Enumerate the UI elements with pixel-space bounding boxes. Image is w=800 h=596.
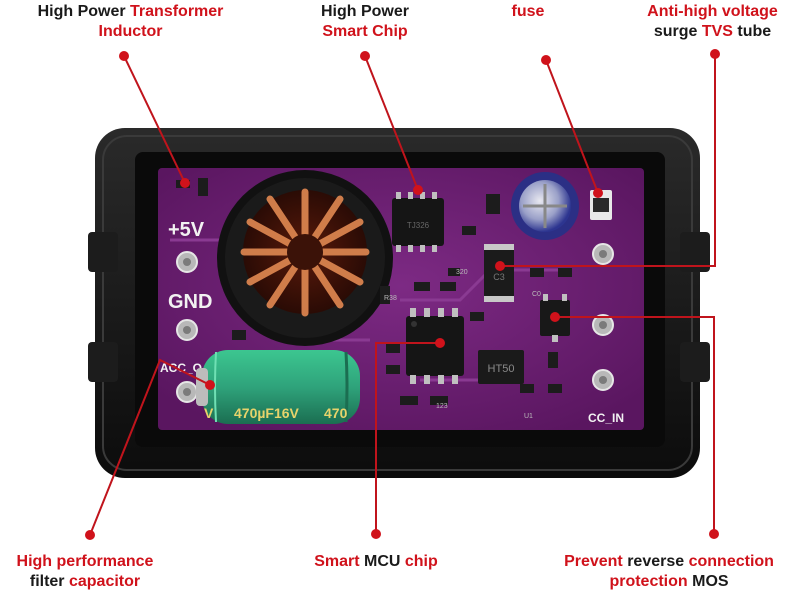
- mos-chip-marking: HT50: [488, 363, 515, 375]
- tvs-diode: C3: [484, 244, 514, 302]
- label-mcu-chip: Smart MCU chip: [296, 552, 456, 572]
- transformer-label-part: Inductor: [98, 23, 163, 40]
- silk-gnd: GND: [168, 291, 212, 313]
- resistor-marking-2: 320: [456, 269, 468, 276]
- label-reverse-protection-mos: Prevent reverse connection protection MOS: [544, 552, 794, 592]
- tvs-label-part: tube: [732, 23, 772, 40]
- silk-acc-in: CC_IN: [588, 411, 624, 425]
- diode-marking: C3: [493, 272, 505, 282]
- callout-dots: [85, 49, 720, 540]
- callout-lines: [89, 54, 716, 536]
- smd-components: [176, 178, 572, 405]
- mcu-label-part: Smart: [314, 553, 364, 570]
- smart-chip-leader-line: [364, 55, 419, 191]
- fuse-leader-line: [545, 59, 599, 194]
- transformer-label-part: Transformer: [130, 3, 224, 20]
- capacitor-leader-line: [89, 358, 211, 536]
- resistor-marking: R38: [384, 295, 397, 302]
- mos-label-part: Prevent: [564, 553, 628, 570]
- capacitor-marking-left: V: [204, 405, 214, 421]
- label-fuse: fuse: [498, 2, 558, 22]
- capacitor-label-part: capacitor: [68, 573, 141, 590]
- smart-chip: TJ326: [392, 192, 444, 252]
- mcu-label-part: MCU: [364, 553, 401, 570]
- mos-label-part: reverse: [627, 553, 685, 570]
- transformer-leader-line: [123, 55, 186, 184]
- fuse-label-part: fuse: [511, 3, 545, 20]
- filter-capacitor: V 470µF16V 470: [196, 350, 360, 424]
- tvs-label-part: Anti-high voltage: [647, 3, 778, 20]
- mos-leader-line: [555, 316, 715, 534]
- tvs-label-part: surge: [653, 23, 702, 40]
- mos-label-part: MOS: [692, 573, 729, 590]
- label-tvs-tube: Anti-high voltage surge TVS tube: [630, 2, 795, 42]
- toroid-inductor: [217, 170, 393, 346]
- mcu-chip: [406, 308, 464, 384]
- tvs-label-part: TVS: [701, 23, 733, 40]
- small-electrolytic: [511, 172, 579, 240]
- mos-label-part: connection: [684, 553, 774, 570]
- comp-marking-3: U1: [524, 413, 533, 420]
- silk-5v: +5V: [168, 219, 205, 241]
- mcu-label-part: chip: [400, 553, 438, 570]
- smartchip-label-part: Smart Chip: [322, 23, 408, 40]
- smartchip-label-part: High Power: [320, 3, 409, 20]
- comp-marking-2: 123: [436, 403, 448, 410]
- mos-label-part: protection: [609, 573, 693, 590]
- solder-pads: [176, 243, 614, 403]
- fuse-component: [590, 190, 612, 220]
- comp-marking-1: C0: [532, 291, 541, 298]
- capacitor-marking-2: 470: [324, 405, 348, 421]
- smart-chip-marking: TJ326: [407, 221, 430, 230]
- capacitor-marking: 470µF16V: [234, 405, 300, 421]
- capacitor-label-part: High performance: [16, 553, 154, 570]
- regulator-chip: HT50: [478, 350, 524, 384]
- transformer-label-part: High Power: [37, 3, 131, 20]
- tvs-leader-line: [500, 54, 716, 267]
- capacitor-label-part: filter: [29, 573, 69, 590]
- mcu-leader-line: [375, 342, 440, 534]
- label-filter-capacitor: High performance filter capacitor: [0, 552, 170, 592]
